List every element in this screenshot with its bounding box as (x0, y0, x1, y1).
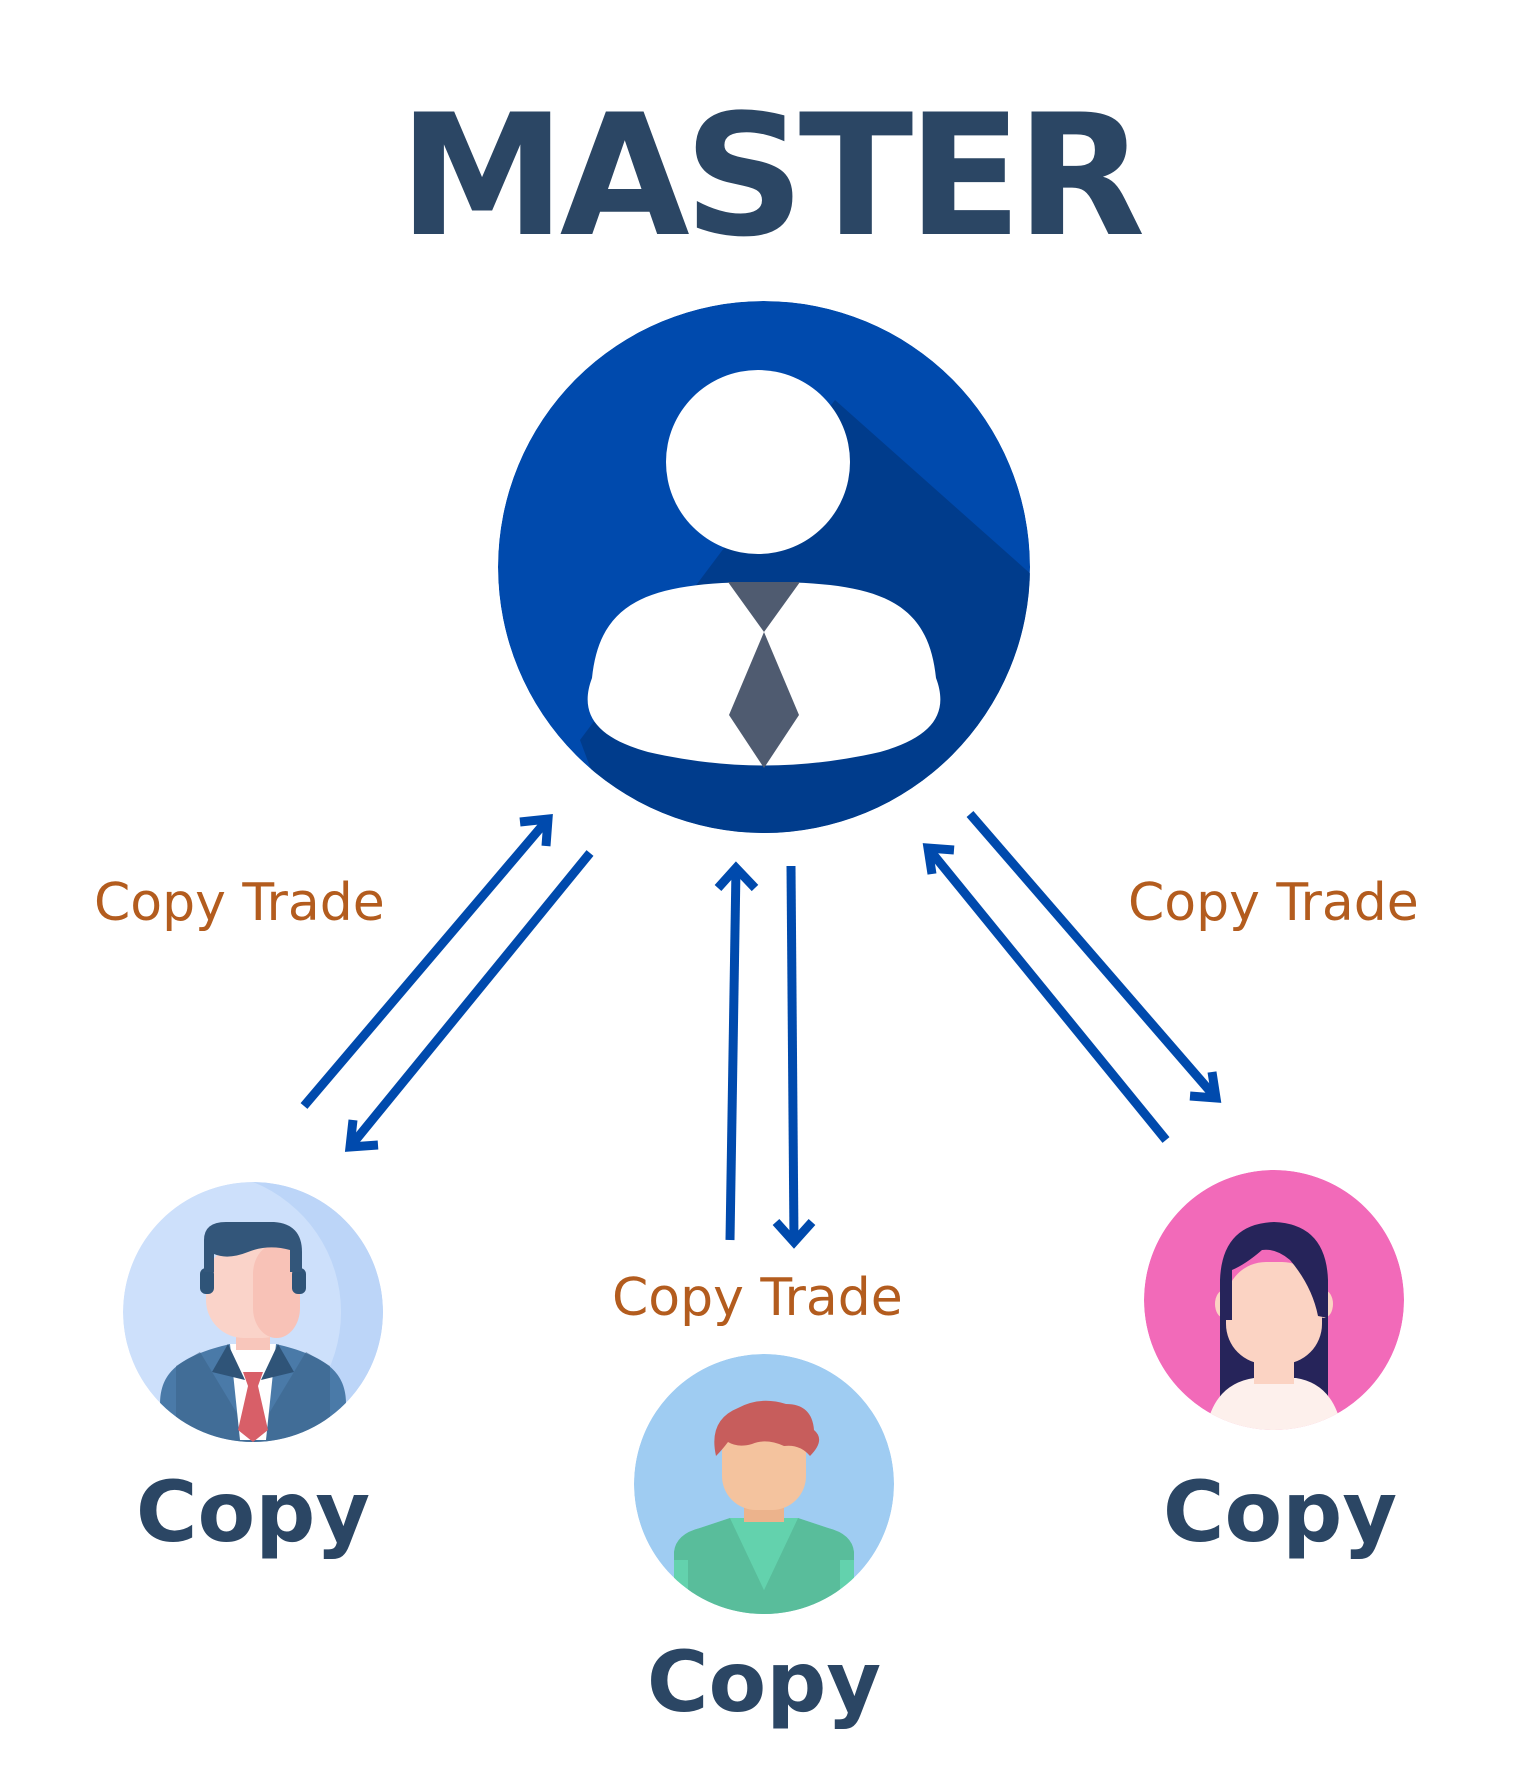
businessman-ear-right (292, 1268, 306, 1294)
young-man-shirt-shade (674, 1518, 854, 1614)
arrows (300, 811, 1222, 1249)
copy-node-label-middle: Copy (646, 1633, 882, 1731)
young-man-avatar-icon (634, 1354, 894, 1614)
woman-body (1206, 1378, 1342, 1430)
woman-face (1226, 1262, 1322, 1364)
copy-node-label-right: Copy (1162, 1463, 1398, 1561)
master-user-icon (498, 301, 1030, 833)
flow-label-right: Copy Trade (1128, 873, 1419, 933)
young-man-collar (730, 1518, 798, 1590)
businessman-avatar-icon (123, 1182, 383, 1442)
businessman-face-shade (253, 1244, 300, 1338)
young-man-hair (714, 1400, 820, 1456)
master-head (666, 370, 850, 554)
diagram-title: MASTER (398, 78, 1146, 274)
arrow-master-to-left (344, 850, 594, 1152)
businessman-circle-shade (253, 1182, 383, 1442)
businessman-suit-dark (176, 1352, 330, 1442)
arrow-master-to-right (966, 811, 1222, 1103)
flow-label-left: Copy Trade (94, 873, 385, 933)
businessman-ear-left (200, 1268, 214, 1294)
arrow-right-to-master (922, 843, 1170, 1143)
woman-avatar-icon (1144, 1170, 1404, 1430)
arrow-master-to-middle (772, 865, 816, 1249)
businessman-lapel-right (261, 1344, 294, 1380)
copy-node-label-left: Copy (135, 1463, 371, 1561)
businessman-lapel-left (212, 1344, 245, 1380)
arrow-left-to-master (300, 813, 553, 1109)
woman-hair-top (1220, 1222, 1328, 1320)
businessman-tie (238, 1372, 268, 1442)
master-tie-knot (728, 582, 800, 632)
arrow-middle-to-master (714, 861, 759, 1241)
master-tie (729, 632, 799, 768)
flow-label-middle: Copy Trade (612, 1268, 903, 1328)
businessman-hair (204, 1222, 302, 1272)
